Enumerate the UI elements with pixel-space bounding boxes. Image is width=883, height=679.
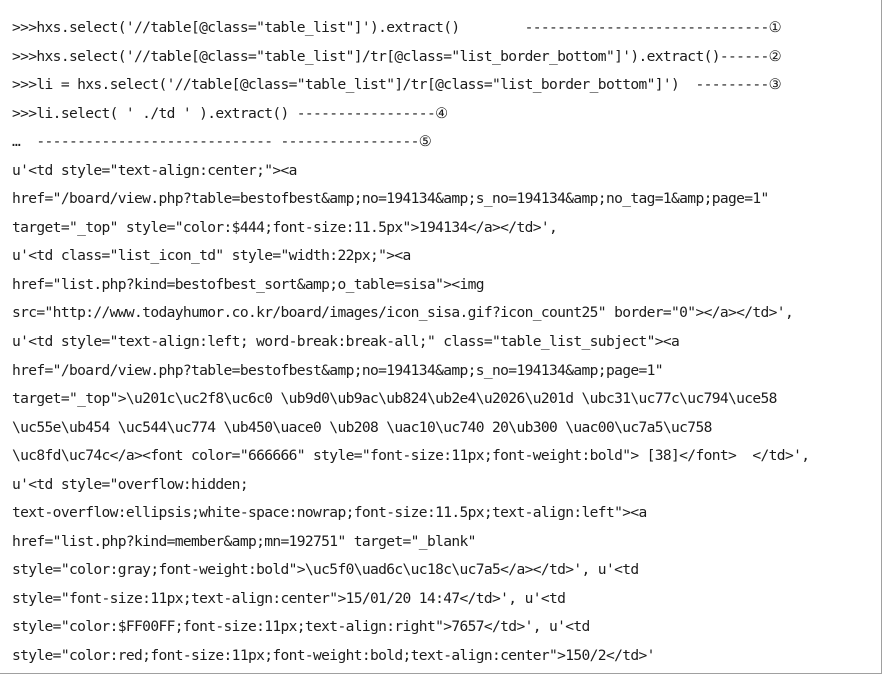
code-line: src="http://www.todayhumor.co.kr/board/i… <box>12 304 794 322</box>
code-line: >>>li = hxs.select('//table[@class="tabl… <box>12 76 782 94</box>
code-block: >>>hxs.select('//table[@class="table_lis… <box>12 14 875 671</box>
code-line: >>>hxs.select('//table[@class="table_lis… <box>12 47 782 65</box>
code-line: u'<td style="text-align:center;"><a <box>12 161 297 179</box>
code-line: >>>hxs.select('//table[@class="table_lis… <box>12 19 782 36</box>
code-line: target="_top">\u201c\uc2f8\uc6c0 \ub9d0\… <box>12 390 777 408</box>
code-line: style="color:gray;font-weight:bold">\uc5… <box>12 561 639 579</box>
code-line: \uc8fd\uc74c</a><font color="666666" sty… <box>12 447 810 465</box>
code-line: style="color:$FF00FF;font-size:11px;text… <box>12 618 590 636</box>
code-line: target="_top" style="color:$444;font-siz… <box>12 218 558 236</box>
code-line: href="list.php?kind=bestofbest_sort&amp;… <box>12 275 485 293</box>
code-line: u'<td style="overflow:hidden; <box>12 475 249 493</box>
code-line: style="color:red;font-size:11px;font-wei… <box>12 647 655 665</box>
code-line: u'<td class="list_icon_td" style="width:… <box>12 247 411 265</box>
code-line: \uc55e\ub454 \uc544\uc774 \ub450\uace0 \… <box>12 418 712 436</box>
code-line: href="/board/view.php?table=bestofbest&a… <box>12 361 664 379</box>
code-line: style="font-size:11px;text-align:center"… <box>12 589 566 607</box>
code-line: href="/board/view.php?table=bestofbest&a… <box>12 190 769 208</box>
code-line: text-overflow:ellipsis;white-space:nowra… <box>12 504 647 522</box>
code-line: href="list.php?kind=member&amp;mn=192751… <box>12 532 476 550</box>
code-line: u'<td style="text-align:left; word-break… <box>12 333 680 351</box>
code-line: >>>li.select( ' ./td ' ).extract() -----… <box>12 104 448 122</box>
code-line: … ----------------------------- --------… <box>12 133 432 151</box>
